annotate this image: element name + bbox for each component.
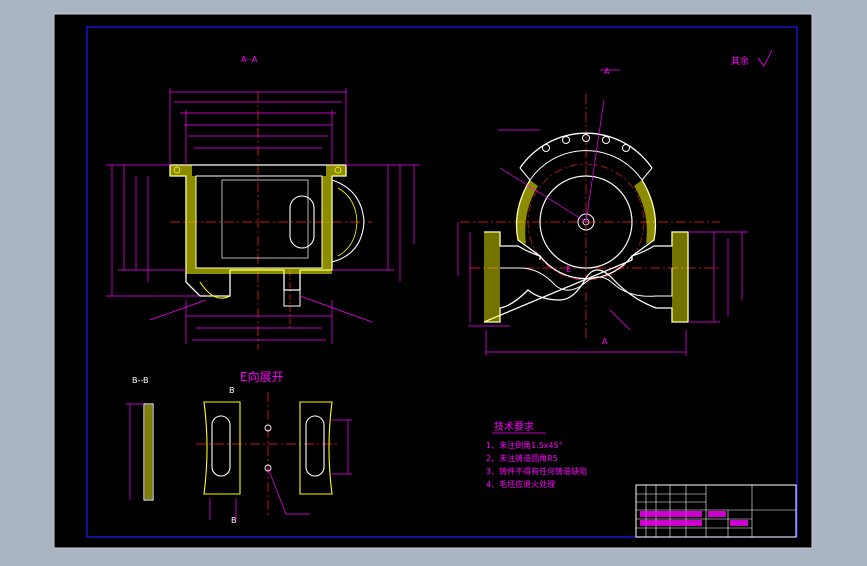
marker-a-top: A <box>604 67 610 76</box>
tech-req-item-3: 3、铸件不得有任何铸造缺陷 <box>486 466 587 476</box>
pipe-outline <box>483 231 689 323</box>
section-aa-label: A--A <box>241 55 258 64</box>
view-e: E向展开 B B <box>196 369 352 525</box>
main-view: A A E <box>457 49 773 356</box>
title-block <box>635 484 797 538</box>
marker-a-bottom: A <box>602 337 608 346</box>
marker-b-top: B <box>229 386 235 395</box>
tech-requirements: 技术要求 1、未注倒角1.5x45° 2、未注铸造圆角R5 3、铸件不得有任何铸… <box>486 420 587 489</box>
section-bb-label: B--B <box>132 376 148 385</box>
marker-b-bottom: B <box>231 516 237 525</box>
view-e-label: E向展开 <box>240 369 284 384</box>
section-aa-view: A--A <box>106 55 420 350</box>
tech-req-item-4: 4、毛坯应退火处理 <box>486 479 555 489</box>
tech-req-item-2: 2、未注铸造圆角R5 <box>486 453 558 463</box>
tech-req-item-1: 1、未注倒角1.5x45° <box>486 440 563 450</box>
section-bb-view: B--B <box>126 376 154 501</box>
tech-req-title: 技术要求 <box>494 420 534 433</box>
border-frame <box>86 26 798 538</box>
drawing-canvas[interactable] <box>53 13 813 549</box>
marker-e: E <box>566 265 571 274</box>
roughness-note: 其余 <box>731 55 749 67</box>
